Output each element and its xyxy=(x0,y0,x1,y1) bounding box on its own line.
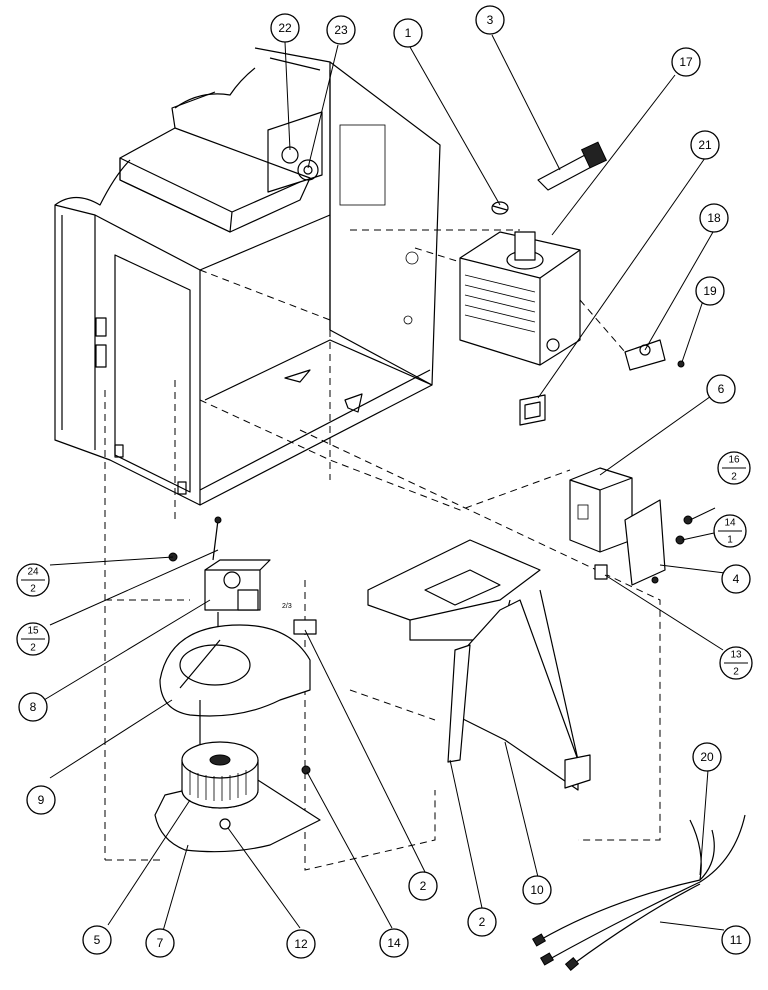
callout-13-top: 13 xyxy=(730,650,742,661)
callout-18-label: 18 xyxy=(707,211,721,225)
part-3-connector xyxy=(537,141,608,191)
part-14-screw-lower xyxy=(301,765,311,775)
callout-7-label: 7 xyxy=(157,936,164,950)
callout-2-left-label: 2 xyxy=(420,879,427,893)
magnetron-guide xyxy=(414,247,461,263)
callout-13-2: 13 2 xyxy=(719,646,753,680)
callout-17-label: 17 xyxy=(679,55,693,69)
callout-4: 4 xyxy=(721,564,751,594)
callout-7: 7 xyxy=(145,928,175,958)
cabinet-guide-lines xyxy=(104,229,661,871)
part-1-cap xyxy=(491,201,509,215)
callout-14-bottom: 1 xyxy=(727,535,733,546)
part-6-control-bracket xyxy=(569,467,633,553)
part-13-clip xyxy=(594,564,608,580)
part-16-screw xyxy=(683,515,693,525)
part-5-fan-wheel xyxy=(181,741,259,809)
part-10-air-duct xyxy=(367,539,591,791)
callout-10: 10 xyxy=(522,875,552,905)
part-19-screw xyxy=(677,360,685,368)
callout-24-top: 24 xyxy=(27,567,39,578)
fan-bracket-tag: 2/3 xyxy=(282,603,292,610)
callout-16-2: 16 2 xyxy=(717,451,751,485)
cabinet-frame xyxy=(54,47,441,506)
callout-13-bottom: 2 xyxy=(733,667,739,678)
callout-24-2: 24 2 xyxy=(16,563,50,597)
part-2-strip-right xyxy=(447,644,471,763)
part-18-thermostat xyxy=(624,339,666,371)
callout-21: 21 xyxy=(690,130,720,160)
callout-21-label: 21 xyxy=(698,138,712,152)
callout-19-label: 19 xyxy=(703,284,717,298)
callout-6: 6 xyxy=(706,374,736,404)
callout-8: 8 xyxy=(18,692,48,722)
callout-2-left: 2 xyxy=(408,871,438,901)
callout-12: 12 xyxy=(286,929,316,959)
callout-12-label: 12 xyxy=(294,937,308,951)
callout-11-label: 11 xyxy=(730,933,743,947)
magnetron-assembly xyxy=(459,231,581,366)
callout-2-right: 2 xyxy=(467,907,497,937)
callout-16-top: 16 xyxy=(728,455,740,466)
callout-10-label: 10 xyxy=(530,883,544,897)
part-21-block xyxy=(519,394,546,426)
callout-2-right-label: 2 xyxy=(479,915,486,929)
part-4-screw xyxy=(651,576,659,584)
callout-20: 20 xyxy=(692,742,722,772)
callout-9-label: 9 xyxy=(38,793,45,807)
callout-18: 18 xyxy=(699,203,729,233)
callout-6-label: 6 xyxy=(718,382,725,396)
callout-1: 1 xyxy=(393,18,423,48)
callout-14: 14 xyxy=(379,928,409,958)
callout-23: 23 xyxy=(326,15,356,45)
callout-22-label: 22 xyxy=(278,21,292,35)
part-8-fan-motor xyxy=(204,559,271,640)
part-2-small-block xyxy=(293,619,317,635)
leader-lines xyxy=(43,34,726,932)
part-4-plate xyxy=(624,499,666,586)
callout-23-label: 23 xyxy=(334,23,348,37)
callout-15-2: 15 2 xyxy=(16,622,50,656)
callout-8-label: 8 xyxy=(30,700,37,714)
callout-5-label: 5 xyxy=(94,933,101,947)
callout-9: 9 xyxy=(26,785,56,815)
part-12-nut xyxy=(219,818,231,830)
callout-14-label: 14 xyxy=(387,936,401,950)
part-9-blower-housing xyxy=(159,624,311,745)
callout-22: 22 xyxy=(270,13,300,43)
callout-15-bottom: 2 xyxy=(30,643,36,654)
callout-4-label: 4 xyxy=(733,572,740,586)
part-11-wire-harness xyxy=(531,814,746,971)
callout-15-top: 15 xyxy=(27,626,39,637)
callout-3-label: 3 xyxy=(487,13,494,27)
callout-24-bottom: 2 xyxy=(30,584,36,595)
callout-19: 19 xyxy=(695,276,725,306)
part-15-screw xyxy=(212,516,222,561)
callout-17: 17 xyxy=(671,47,701,77)
callout-1-label: 1 xyxy=(405,26,412,40)
callout-16-bottom: 2 xyxy=(731,472,737,483)
callout-11: 11 xyxy=(721,925,751,955)
callout-3: 3 xyxy=(475,5,505,35)
callout-20-label: 20 xyxy=(700,750,714,764)
thermostat-guide xyxy=(579,299,626,353)
callout-5: 5 xyxy=(82,925,112,955)
callout-14-1: 14 1 xyxy=(713,514,747,548)
callout-14-top: 14 xyxy=(724,518,736,529)
